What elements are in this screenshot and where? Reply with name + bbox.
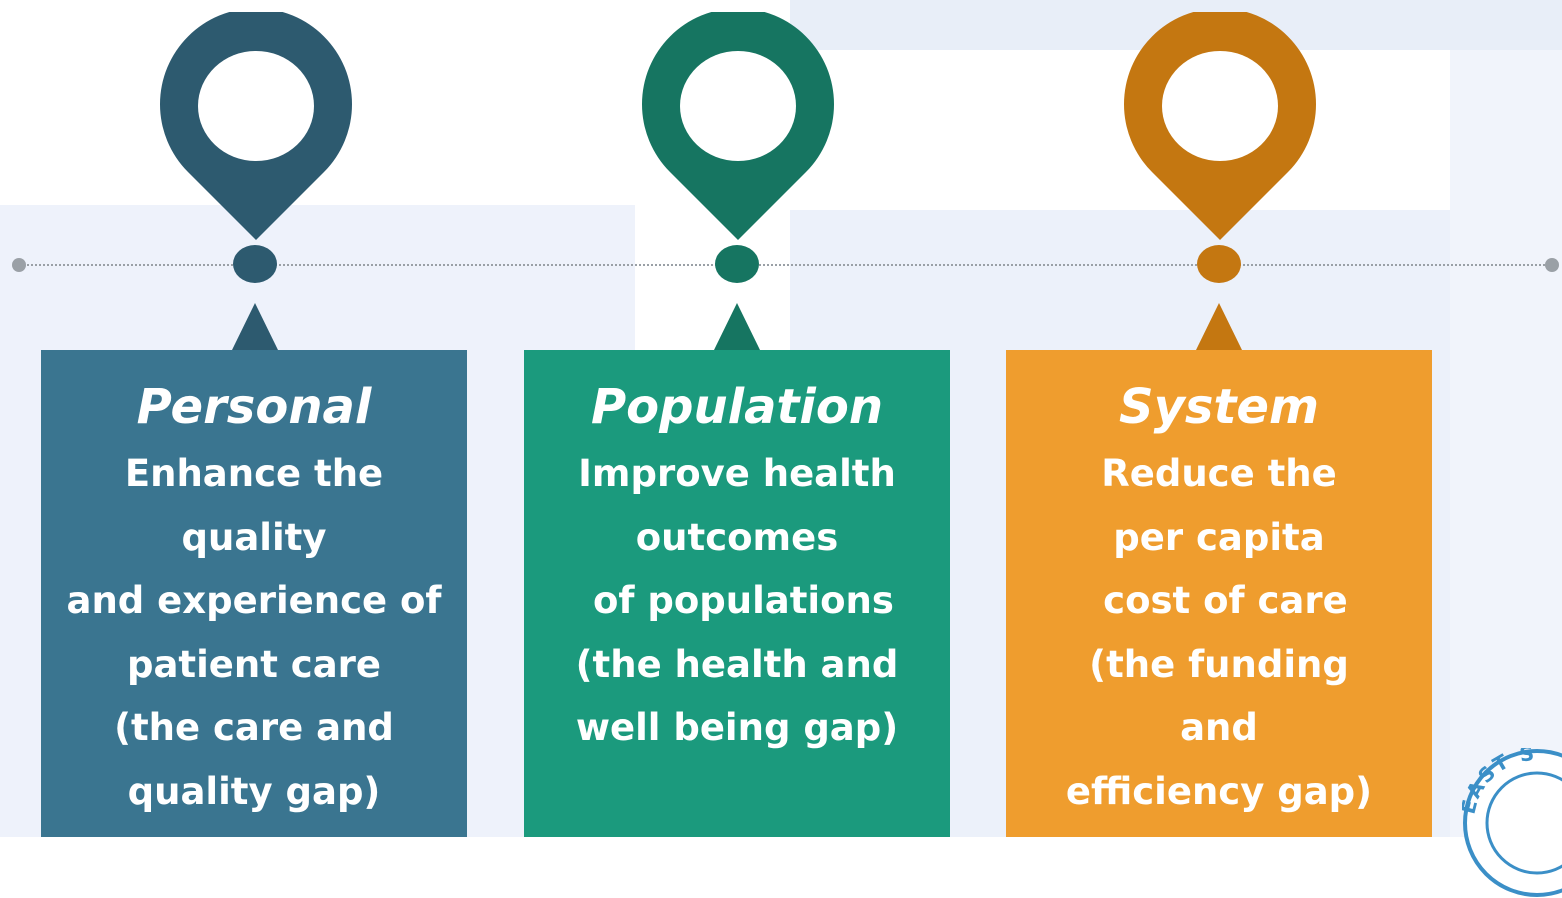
pillar-description-line: Reduce the	[1101, 452, 1337, 495]
pillar-card: Personal Enhance the quality and experie…	[41, 350, 467, 837]
timeline-marker	[1197, 245, 1241, 283]
map-pin-icon	[160, 12, 352, 240]
timeline-marker	[715, 245, 759, 283]
pillar-description-line: of populations	[580, 579, 894, 622]
pillar-card: System Reduce the per capita cost of car…	[1006, 350, 1432, 837]
card-pointer	[714, 303, 760, 350]
pillar-description-line: cost of care	[1090, 579, 1348, 622]
card-pointer	[232, 303, 278, 350]
pillar-description-line: Enhance the	[124, 452, 384, 495]
pillar-description-line: per capita	[1113, 515, 1325, 559]
pillar-description-line: and	[1180, 706, 1258, 749]
pillar-description-line: and experience of	[66, 579, 442, 622]
pillar-description-line: Improve health	[578, 452, 896, 495]
pillar-description-line: outcomes	[635, 515, 839, 559]
dotted-timeline	[20, 264, 1552, 266]
map-pin-icon	[642, 12, 834, 240]
pillar-description-line: (the funding	[1089, 642, 1349, 686]
pillar-description-line: quality	[181, 515, 327, 559]
timeline-start-dot	[12, 258, 26, 272]
pillar-description-line: (the care and	[114, 706, 394, 749]
timeline-marker	[233, 245, 277, 283]
card-pointer	[1196, 303, 1242, 350]
seal-logo: EAST S	[1462, 748, 1562, 897]
pillar-card: Population Improve health outcomes of po…	[524, 350, 950, 837]
pillar-description-line: quality gap)	[127, 769, 381, 813]
pillar-description-line: patient care	[126, 642, 382, 686]
pillar-title: Population	[590, 379, 884, 435]
pillar-description-line: well being gap)	[575, 706, 899, 749]
pillar-title: System	[1119, 379, 1319, 435]
background-panel-far-right	[1450, 50, 1562, 837]
pillar-description-line: efficiency gap)	[1065, 769, 1373, 813]
map-pin-icon	[1124, 12, 1316, 240]
timeline-end-dot	[1545, 258, 1559, 272]
pillar-title: Personal	[136, 379, 372, 435]
pillar-description-line: (the health and	[575, 642, 899, 686]
